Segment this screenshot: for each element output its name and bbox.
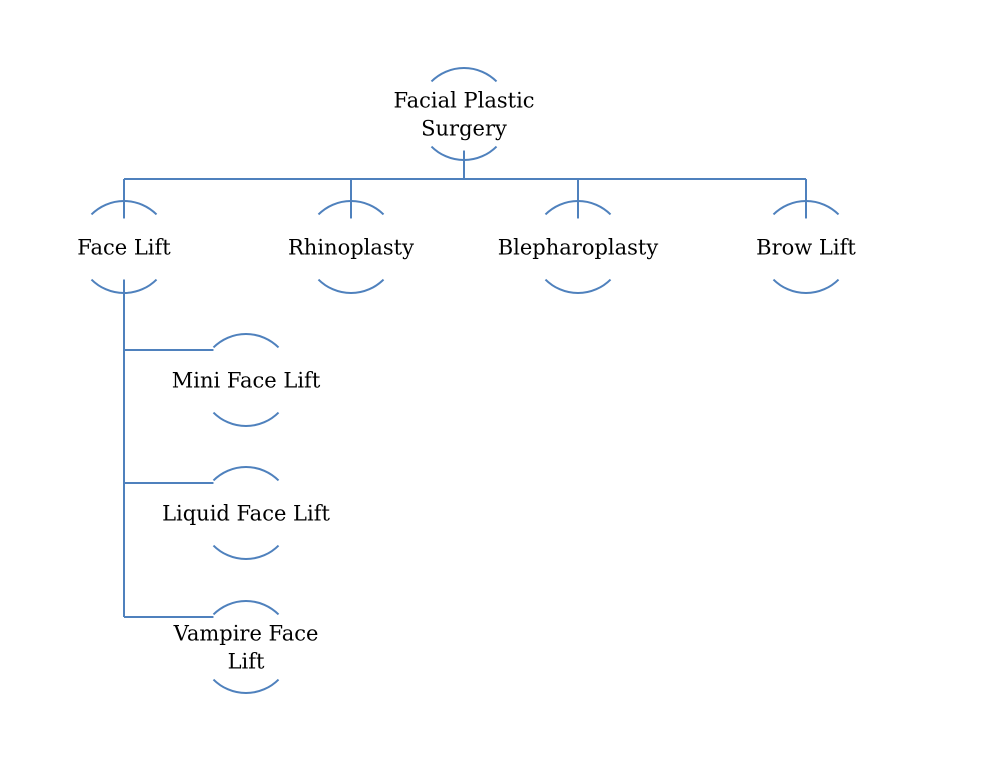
node-face-lift-label-line: Face Lift <box>77 236 171 260</box>
node-root-facial-plastic-surgery-top-arc <box>430 67 498 83</box>
node-mini-face-lift-bottom-arc <box>212 411 280 427</box>
node-brow-lift-label: Brow Lift <box>756 236 856 260</box>
node-blepharoplasty: Blepharoplasty <box>498 200 659 294</box>
node-brow-lift-bottom-arc <box>772 278 840 294</box>
node-brow-lift-top-arc <box>772 200 840 216</box>
node-mini-face-lift-label: Mini Face Lift <box>172 369 321 393</box>
node-rhinoplasty: Rhinoplasty <box>288 200 414 294</box>
node-liquid-face-lift-label: Liquid Face Lift <box>162 502 330 526</box>
node-rhinoplasty-label-line: Rhinoplasty <box>288 236 414 260</box>
node-blepharoplasty-top-arc <box>544 200 612 216</box>
node-blepharoplasty-label: Blepharoplasty <box>498 236 659 260</box>
node-liquid-face-lift-bottom-arc <box>212 544 280 560</box>
node-brow-lift-label-line: Brow Lift <box>756 236 856 260</box>
connector-lines <box>123 150 807 618</box>
node-rhinoplasty-top-arc <box>317 200 385 216</box>
node-vampire-face-lift-bottom-arc <box>212 678 280 694</box>
node-root-facial-plastic-surgery-label-line: Surgery <box>421 117 507 141</box>
node-mini-face-lift-top-arc <box>212 333 280 349</box>
node-root-facial-plastic-surgery-bottom-arc <box>430 145 498 161</box>
node-vampire-face-lift-label-line: Lift <box>228 650 265 674</box>
node-brow-lift: Brow Lift <box>756 200 856 294</box>
node-liquid-face-lift-label-line: Liquid Face Lift <box>162 502 330 526</box>
node-root-facial-plastic-surgery-label-line: Facial Plastic <box>393 89 534 113</box>
node-face-lift-top-arc <box>90 200 158 216</box>
node-blepharoplasty-bottom-arc <box>544 278 612 294</box>
node-face-lift: Face Lift <box>77 200 171 294</box>
node-vampire-face-lift-top-arc <box>212 600 280 616</box>
node-vampire-face-lift-label-line: Vampire Face <box>173 622 319 646</box>
node-mini-face-lift: Mini Face Lift <box>172 333 321 427</box>
node-liquid-face-lift: Liquid Face Lift <box>162 466 330 560</box>
node-face-lift-bottom-arc <box>90 278 158 294</box>
node-mini-face-lift-label-line: Mini Face Lift <box>172 369 321 393</box>
node-rhinoplasty-bottom-arc <box>317 278 385 294</box>
node-rhinoplasty-label: Rhinoplasty <box>288 236 414 260</box>
node-blepharoplasty-label-line: Blepharoplasty <box>498 236 659 260</box>
node-liquid-face-lift-top-arc <box>212 466 280 482</box>
node-face-lift-label: Face Lift <box>77 236 171 260</box>
